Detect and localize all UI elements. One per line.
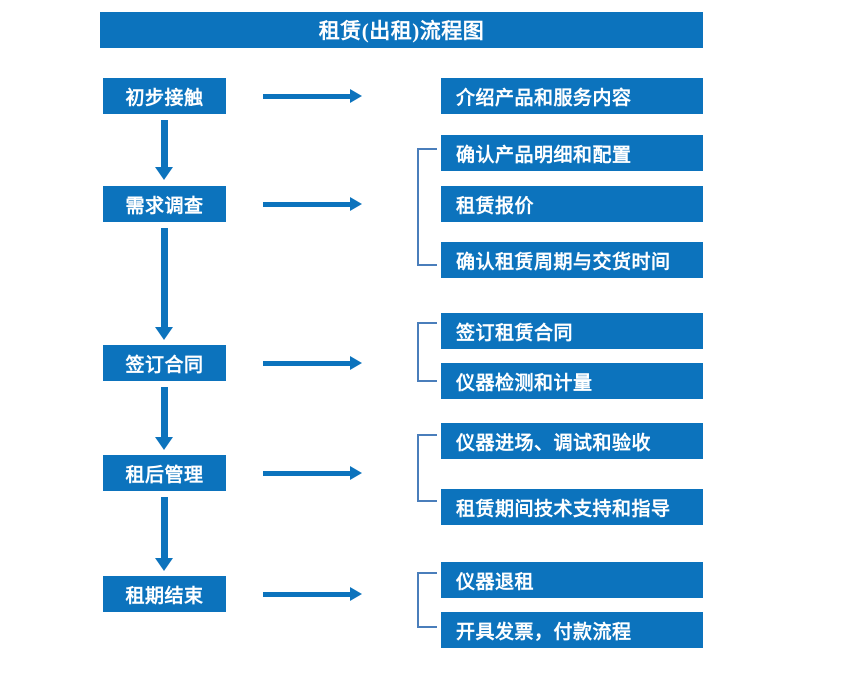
arrow-right-icon-4: [263, 466, 362, 480]
stage-box-post-rent-mgmt[interactable]: 租后管理: [103, 455, 226, 491]
arrow-down-icon-3: [155, 387, 173, 450]
detail-box-confirm-spec-config[interactable]: 确认产品明细和配置: [441, 135, 703, 171]
detail-box-sign-rental-contract[interactable]: 签订租赁合同: [441, 313, 703, 349]
arrow-right-icon-3: [263, 356, 362, 370]
stage-box-lease-end[interactable]: 租期结束: [103, 576, 226, 612]
arrow-down-icon-1: [155, 120, 173, 180]
arrow-right-icon-1: [263, 89, 362, 103]
detail-box-delivery-debug-accept[interactable]: 仪器进场、调试和验收: [441, 423, 703, 459]
stage-box-initial-contact[interactable]: 初步接触: [103, 78, 226, 114]
detail-box-introduce-products[interactable]: 介绍产品和服务内容: [441, 78, 703, 114]
group-bracket-icon-leaseend: [417, 572, 437, 628]
stage-box-sign-contract[interactable]: 签订合同: [103, 345, 226, 381]
detail-box-rental-quote[interactable]: 租赁报价: [441, 186, 703, 222]
stage-box-needs-survey[interactable]: 需求调查: [103, 186, 226, 222]
arrow-down-icon-4: [155, 497, 173, 571]
arrow-right-icon-5: [263, 587, 362, 601]
group-bracket-icon-needs: [417, 148, 437, 266]
group-bracket-icon-contract: [417, 322, 437, 382]
detail-box-instrument-return[interactable]: 仪器退租: [441, 562, 703, 598]
flowchart-title: 租赁(出租)流程图: [100, 12, 703, 48]
detail-box-instrument-testing[interactable]: 仪器检测和计量: [441, 363, 703, 399]
arrow-down-icon-2: [155, 228, 173, 340]
detail-box-invoice-payment[interactable]: 开具发票，付款流程: [441, 612, 703, 648]
arrow-right-icon-2: [263, 197, 362, 211]
detail-box-confirm-term-delivery[interactable]: 确认租赁周期与交货时间: [441, 242, 703, 278]
detail-box-tech-support[interactable]: 租赁期间技术支持和指导: [441, 489, 703, 525]
group-bracket-icon-postrent: [417, 434, 437, 502]
